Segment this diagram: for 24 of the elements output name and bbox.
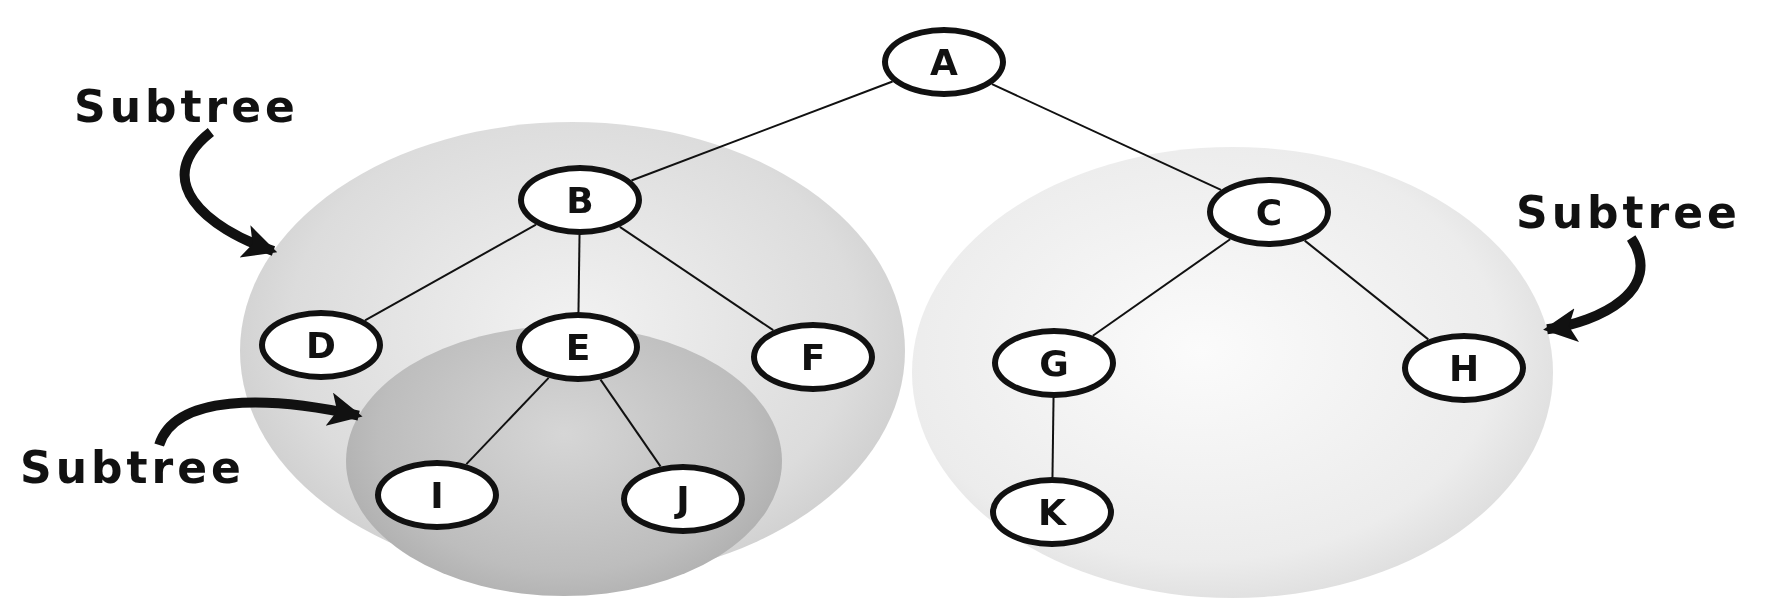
tree-node-ellipse: D — [259, 310, 383, 380]
tree-node-ellipse: K — [990, 477, 1114, 547]
tree-node-ellipse: B — [518, 165, 642, 235]
tree-node-ellipse: G — [992, 328, 1116, 398]
tree-edge-line — [1091, 238, 1232, 337]
tree-node-ellipse: A — [882, 27, 1006, 97]
tree-edge-line — [618, 225, 775, 332]
tree-edge-line — [1303, 239, 1430, 341]
tree-edge-line — [465, 376, 550, 466]
tree-node-ellipse: I — [375, 460, 499, 530]
subtree-label: Subtree — [74, 84, 299, 131]
tree-node-ellipse: C — [1207, 177, 1331, 247]
subtree-label: Subtree — [1516, 190, 1741, 237]
tree-edge-line — [630, 80, 894, 182]
tree-node-ellipse: E — [516, 312, 640, 382]
subtree-label: Subtree — [20, 445, 245, 492]
tree-node-ellipse: H — [1402, 333, 1526, 403]
tree-edge-line — [599, 378, 662, 468]
tree-node-ellipse: J — [621, 464, 745, 534]
tree-edge-line — [1051, 397, 1055, 478]
tree-edge-line — [991, 83, 1222, 191]
tree-edge-line — [577, 234, 581, 313]
tree-edge-line — [364, 223, 537, 322]
tree-node-ellipse: F — [751, 322, 875, 392]
